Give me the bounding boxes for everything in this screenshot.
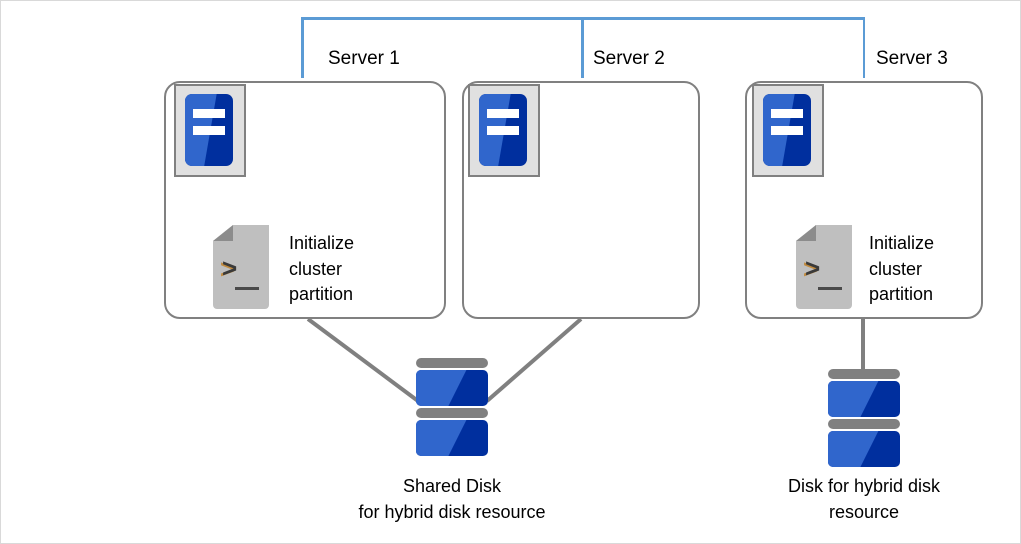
disk-platter-body <box>828 381 900 417</box>
bracket-right-leg <box>862 17 865 78</box>
server-1-label: Server 1 <box>328 48 400 69</box>
server-icon-bar-top <box>771 109 803 118</box>
shared-disk-icon[interactable] <box>416 358 488 456</box>
connector-server2-to-shared-disk <box>485 317 583 403</box>
disk-platter-bar <box>828 419 900 429</box>
disk-platter-body <box>416 420 488 456</box>
action-caption-line: partition <box>869 284 934 305</box>
server-3-label: Server 3 <box>876 48 948 69</box>
prompt-cursor <box>818 287 842 290</box>
disk-caption-line: for hybrid disk resource <box>358 502 546 523</box>
prompt-glyph: > <box>805 253 821 283</box>
server-3-action-caption: Initialize cluster partition <box>869 231 934 308</box>
action-caption-line: partition <box>289 284 354 305</box>
script-document-icon: > <box>213 225 269 309</box>
document-fold-corner <box>796 225 816 241</box>
script-document-icon: > <box>796 225 852 309</box>
server-icon-screen <box>185 94 233 166</box>
server-icon <box>174 84 246 177</box>
action-caption-line: cluster <box>289 258 343 279</box>
disk-platter-highlight <box>828 431 879 467</box>
action-caption-line: Initialize <box>869 233 935 253</box>
disk-platter-highlight <box>416 420 467 456</box>
server-1-action-caption: Initialize cluster partition <box>289 231 354 308</box>
disk-platter-body <box>416 370 488 406</box>
action-caption-line: Initialize <box>289 233 355 253</box>
hybrid-disk-icon[interactable] <box>828 369 900 467</box>
server-icon <box>468 84 540 177</box>
disk-platter-bar <box>416 358 488 368</box>
prompt-cursor <box>235 287 259 290</box>
disk-caption-line: Shared Disk <box>402 476 502 496</box>
server-icon-bar-top <box>193 109 225 118</box>
server-icon-bar-bottom <box>487 126 519 135</box>
shared-disk-caption: Shared Disk for hybrid disk resource <box>272 473 632 525</box>
document-fold-corner <box>213 225 233 241</box>
connector-server1-to-shared-disk <box>306 317 420 403</box>
disk-platter-highlight <box>828 381 879 417</box>
disk-platter-bar <box>828 369 900 379</box>
prompt-glyph: > <box>222 253 238 283</box>
server-icon-screen <box>479 94 527 166</box>
server-icon-bar-bottom <box>193 126 225 135</box>
server-icon <box>752 84 824 177</box>
server-icon-bar-top <box>487 109 519 118</box>
disk-caption-line: Disk for hybrid disk <box>787 476 941 496</box>
hybrid-disk-caption: Disk for hybrid disk resource <box>684 473 1020 525</box>
server-2-label: Server 2 <box>593 48 665 69</box>
server-icon-screen <box>763 94 811 166</box>
action-caption-line: cluster <box>869 258 923 279</box>
server-icon-bar-bottom <box>771 126 803 135</box>
bracket-middle-leg <box>581 17 584 78</box>
disk-platter-highlight <box>416 370 467 406</box>
disk-platter-body <box>828 431 900 467</box>
disk-platter-bar <box>416 408 488 418</box>
disk-caption-line: resource <box>828 502 900 523</box>
bracket-left-leg <box>301 17 304 78</box>
